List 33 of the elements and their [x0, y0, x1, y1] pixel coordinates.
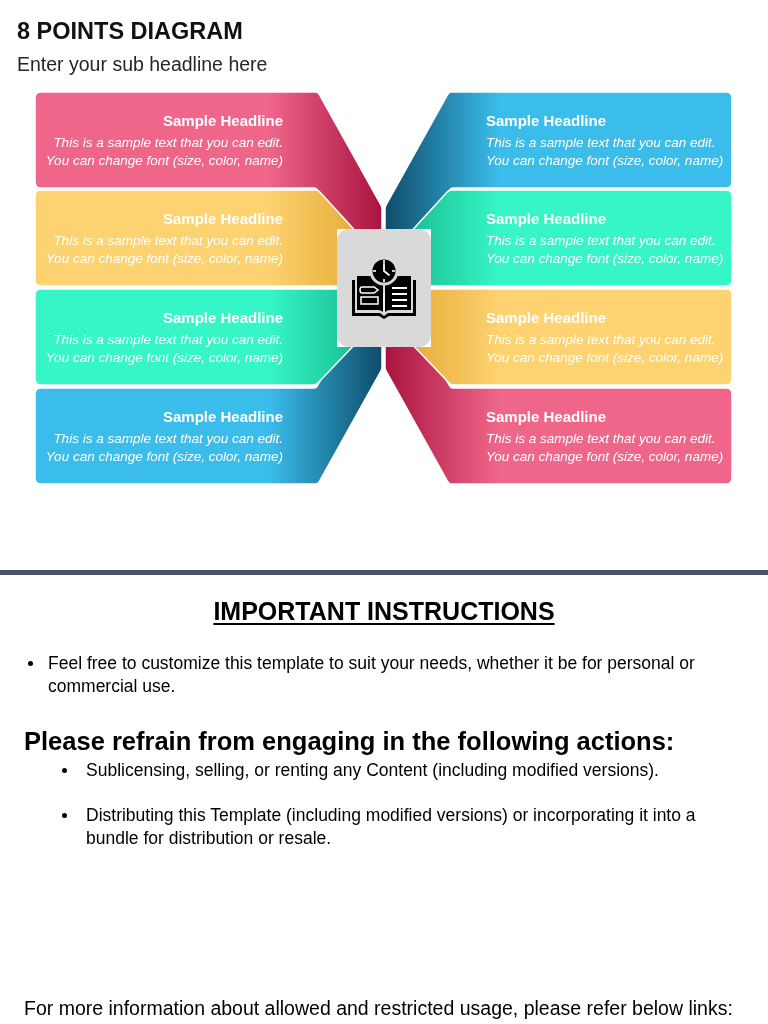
- card-description: This is a sample text that you can edit. You can change font (size, color, name): [486, 429, 725, 466]
- card-description: This is a sample text that you can edit. You can change font (size, color, name): [44, 231, 283, 268]
- card-headline: Sample Headline: [162, 208, 283, 229]
- card-description: This is a sample text that you can edit. You can change font (size, color, name): [486, 133, 725, 170]
- instruction-text: Sublicensing, selling, or renting any Content (including modified versions).: [86, 759, 659, 782]
- card-headline: Sample Headline: [486, 208, 607, 229]
- instruction-text: Distributing this Template (including modified versions) or incorporating it into a bundle for distribution or resale.: [86, 804, 697, 849]
- card-description: This is a sample text that you can edit. You can change font (size, color, name): [486, 330, 725, 367]
- card-headline: Sample Headline: [486, 110, 607, 131]
- card-headline: Sample Headline: [486, 307, 607, 328]
- footer-note: For more information about allowed and restricted usage, please refer below links:: [24, 996, 733, 1021]
- instruction-text: Feel free to customize this template to suit your needs, whether it be for personal or commercial use.: [48, 652, 696, 698]
- diagram-title: 8 POINTS DIAGRAM: [17, 17, 243, 46]
- ribbon-card: [451, 92, 732, 188]
- subsection-heading: Please refrain from engaging in the following actions:: [24, 726, 675, 757]
- subheadline: Enter your sub headline here: [17, 52, 268, 77]
- section-heading: IMPORTANT INSTRUCTIONS: [213, 596, 555, 627]
- ribbon-card: [35, 92, 316, 188]
- card-description: This is a sample text that you can edit. You can change font (size, color, name): [486, 231, 725, 268]
- card-description: This is a sample text that you can edit. You can change font (size, color, name): [44, 330, 283, 367]
- ribbon-card: [35, 289, 316, 385]
- ribbon-card: [451, 289, 732, 385]
- card-description: This is a sample text that you can edit. You can change font (size, color, name): [44, 133, 283, 170]
- ribbon-card: [35, 190, 316, 286]
- card-description: This is a sample text that you can edit. You can change font (size, color, name): [44, 429, 283, 466]
- ribbon-card: [451, 190, 732, 286]
- card-headline: Sample Headline: [162, 110, 283, 131]
- ribbon-card: [35, 388, 316, 484]
- card-headline: Sample Headline: [162, 307, 283, 328]
- ribbon-card: [451, 388, 732, 484]
- card-headline: Sample Headline: [486, 406, 607, 427]
- icon-tile: [337, 229, 431, 347]
- card-headline: Sample Headline: [162, 406, 283, 427]
